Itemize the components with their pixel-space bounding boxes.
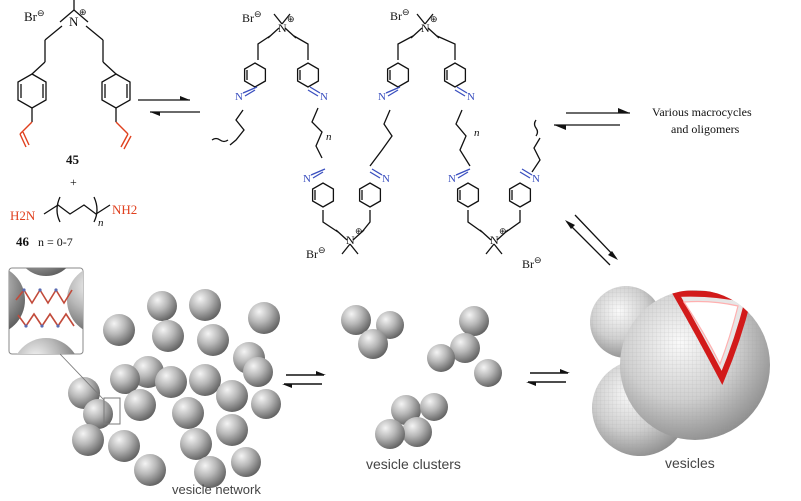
large-vesicle-cutaway <box>620 290 770 440</box>
equilibrium-arrow-monomer-polymer <box>138 96 200 116</box>
ammonium-charge: ⊕ <box>499 226 507 236</box>
network-vesicle <box>189 289 221 321</box>
bilayer-inset <box>8 267 121 425</box>
ammonium-charge: ⊕ <box>355 226 363 236</box>
network-vesicle <box>251 389 281 419</box>
imine-nitrogen: N <box>235 91 243 103</box>
macrocycles-label-line-2: and oligomers <box>671 122 740 136</box>
imine-nitrogen: N <box>382 173 390 185</box>
monomer-counterion: Br⊖ <box>24 8 45 24</box>
diamine-repeat-index: n <box>98 217 104 229</box>
vesicles-label: vesicles <box>665 455 715 471</box>
network-vesicle <box>216 380 248 412</box>
bromide-counterion: Br⊖ <box>242 9 262 25</box>
equilibrium-arrow-macrocycles <box>554 108 630 130</box>
linker-repeat-index: n <box>474 127 480 139</box>
network-vesicle <box>172 397 204 429</box>
compound-46-label: 46 <box>16 234 30 249</box>
network-vesicle <box>72 424 104 456</box>
network-vesicle <box>248 302 280 334</box>
macrocycles-label-line-1: Various macrocycles <box>652 105 752 119</box>
equilibrium-arrow-diagonal <box>565 214 618 266</box>
benzene-ring <box>508 182 532 208</box>
cluster-vesicle <box>358 329 388 359</box>
network-vesicle <box>134 454 166 486</box>
network-vesicle <box>83 399 113 429</box>
diamine-right-group: NH2 <box>112 202 137 217</box>
cluster-vesicle <box>420 393 448 421</box>
compound-45-label: 45 <box>66 152 80 167</box>
monomer-aldehyde-45 <box>17 0 131 122</box>
vesicle-network-label: vesicle network <box>172 482 261 497</box>
svg-text:H2N: H2N <box>10 208 36 223</box>
network-vesicle <box>108 430 140 462</box>
imine-nitrogen: N <box>448 173 456 185</box>
network-vesicle <box>124 389 156 421</box>
imine-nitrogen: N <box>320 91 328 103</box>
benzene-ring <box>358 182 382 208</box>
ammonium-nitrogen: N <box>346 233 355 247</box>
monomer-nitrogen: N <box>69 14 79 29</box>
bromide-counterion: Br⊖ <box>306 245 326 261</box>
benzene-ring <box>386 62 410 88</box>
cluster-vesicle <box>450 333 480 363</box>
monomer-diamine-46: H2N NH2 n 46 n = 0-7 <box>10 196 137 249</box>
network-vesicle <box>194 456 226 488</box>
network-vesicle <box>110 364 140 394</box>
vesicles <box>590 286 770 456</box>
network-vesicle <box>189 364 221 396</box>
bromide-counterion: Br⊖ <box>390 7 410 23</box>
network-vesicle <box>103 314 135 346</box>
diamine-left-group: H2N <box>10 208 36 223</box>
equilibrium-arrow-clusters-vesicles <box>526 369 570 386</box>
monomer-nitrogen-charge: ⊕ <box>79 7 87 17</box>
cluster-vesicle <box>459 306 489 336</box>
cluster-vesicle <box>341 305 371 335</box>
network-vesicle <box>152 320 184 352</box>
vesicle-network <box>68 289 281 488</box>
imine-nitrogen: N <box>378 91 386 103</box>
bromide-counterion: Br⊖ <box>522 255 542 271</box>
ammonium-charge: ⊕ <box>430 14 438 24</box>
network-vesicle <box>216 414 248 446</box>
ammonium-nitrogen: N <box>421 21 430 35</box>
cluster-vesicle <box>427 344 455 372</box>
cluster-vesicle <box>376 311 404 339</box>
vesicle-clusters <box>341 305 502 449</box>
benzene-ring <box>443 62 467 88</box>
linker-repeat-index: n <box>326 131 332 143</box>
network-vesicle <box>180 428 212 460</box>
benzene-ring <box>456 182 480 208</box>
cluster-vesicle <box>474 359 502 387</box>
ammonium-nitrogen: N <box>490 233 499 247</box>
ammonium-nitrogen: N <box>278 21 287 35</box>
network-vesicle <box>231 447 261 477</box>
cluster-vesicle <box>402 417 432 447</box>
network-vesicle <box>243 357 273 387</box>
network-vesicle <box>155 366 187 398</box>
imine-nitrogen: N <box>467 91 475 103</box>
benzene-ring <box>243 62 267 88</box>
benzene-ring <box>311 182 335 208</box>
ammonium-charge: ⊕ <box>287 14 295 24</box>
vesicle-clusters-label: vesicle clusters <box>366 456 461 472</box>
cluster-vesicle <box>375 419 405 449</box>
equilibrium-arrow-network-clusters <box>282 371 326 388</box>
imine-nitrogen: N <box>303 173 311 185</box>
network-vesicle <box>197 324 229 356</box>
network-vesicle <box>147 291 177 321</box>
plus-sign: + <box>70 175 77 189</box>
diamine-range-label: n = 0-7 <box>38 235 73 249</box>
benzene-ring <box>296 62 320 88</box>
aldehyde-groups <box>19 121 132 150</box>
imine-nitrogen: N <box>532 173 540 185</box>
